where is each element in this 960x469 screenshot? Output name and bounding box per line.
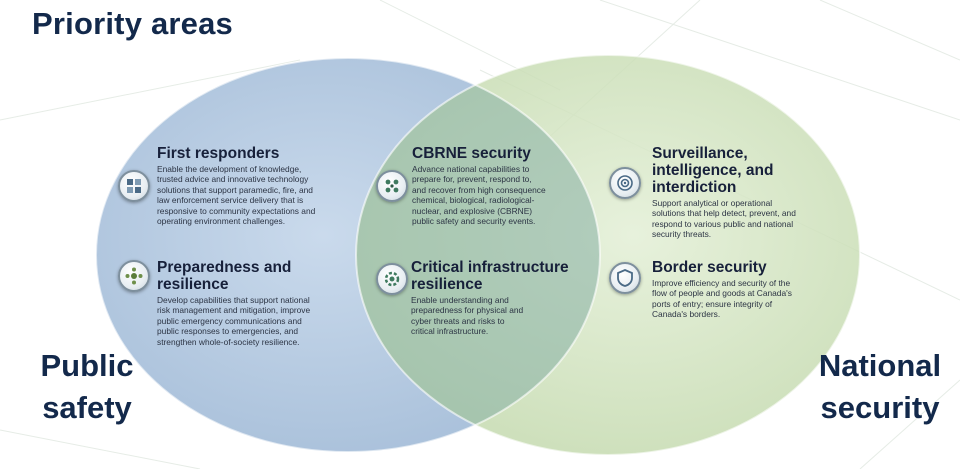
first-responders-item: First responders Enable the development … bbox=[157, 145, 372, 226]
infrastructure-icon bbox=[376, 263, 408, 295]
surveillance-item: Surveillance, intelligence, and interdic… bbox=[652, 145, 852, 240]
infrastructure-item: Critical infrastructure resilience Enabl… bbox=[411, 259, 601, 337]
public-safety-label: Public safety bbox=[40, 348, 134, 425]
infrastructure-title: Critical infrastructure resilience bbox=[411, 259, 569, 293]
preparedness-item: Preparedness and resilience Develop capa… bbox=[157, 259, 372, 347]
preparedness-icon bbox=[118, 260, 150, 292]
first-responders-icon bbox=[118, 170, 150, 202]
cbrne-text: Advance national capabilities to prepare… bbox=[412, 164, 546, 227]
infrastructure-text: Enable understanding and preparedness fo… bbox=[411, 295, 524, 337]
first-responders-title: First responders bbox=[157, 145, 280, 162]
preparedness-title: Preparedness and resilience bbox=[157, 259, 292, 293]
border-security-text: Improve efficiency and security of the f… bbox=[652, 278, 792, 320]
cbrne-item: CBRNE security Advance national capabili… bbox=[412, 145, 592, 226]
border-security-title: Border security bbox=[652, 259, 767, 276]
border-icon bbox=[609, 262, 641, 294]
first-responders-text: Enable the development of knowledge, tru… bbox=[157, 164, 316, 227]
page-title: Priority areas bbox=[32, 6, 233, 41]
cbrne-title: CBRNE security bbox=[412, 145, 531, 162]
surveillance-text: Support analytical or operational soluti… bbox=[652, 198, 796, 240]
overlap-region bbox=[356, 58, 600, 452]
national-security-label: National security bbox=[818, 348, 942, 425]
surveillance-title: Surveillance, intelligence, and interdic… bbox=[652, 145, 774, 196]
surveillance-icon bbox=[609, 167, 641, 199]
cbrne-icon bbox=[376, 170, 408, 202]
preparedness-text: Develop capabilities that support nation… bbox=[157, 295, 311, 347]
border-security-item: Border security Improve efficiency and s… bbox=[652, 259, 842, 320]
